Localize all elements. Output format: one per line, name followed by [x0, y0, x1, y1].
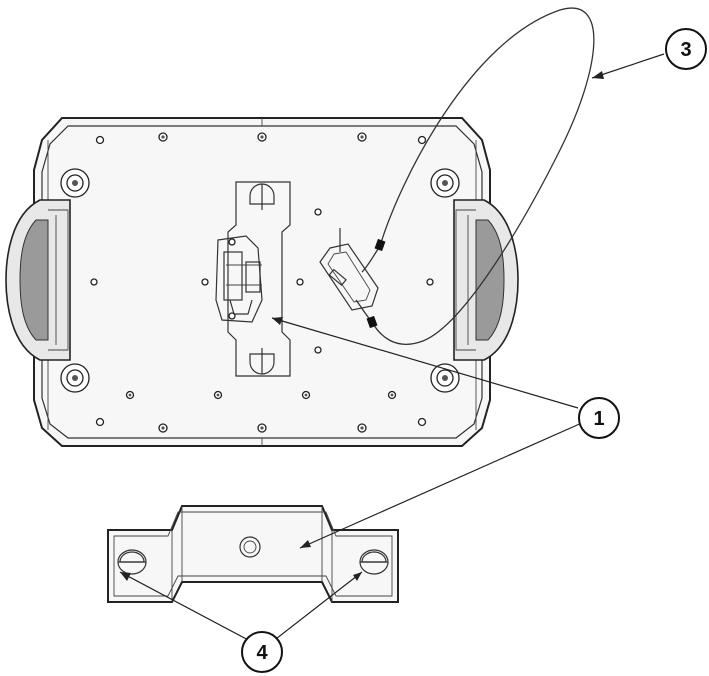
callout-3: 3 [665, 28, 707, 70]
fixture-base [33, 117, 491, 447]
callout-4: 4 [241, 631, 283, 673]
safety-carabiner [319, 228, 379, 311]
callout-1-label: 1 [593, 408, 604, 430]
callout-4-label: 4 [256, 642, 268, 664]
omega-bracket-detached [107, 505, 399, 603]
omega-bracket-mounted [215, 181, 291, 377]
callout-1: 1 [578, 397, 620, 439]
right-handle [453, 199, 519, 361]
leader-lines [119, 53, 665, 643]
safety-wire [355, 7, 595, 345]
callout-3-label: 3 [680, 39, 691, 61]
left-handle [5, 199, 71, 361]
rubber-feet [60, 168, 460, 393]
base-screws [90, 132, 434, 433]
